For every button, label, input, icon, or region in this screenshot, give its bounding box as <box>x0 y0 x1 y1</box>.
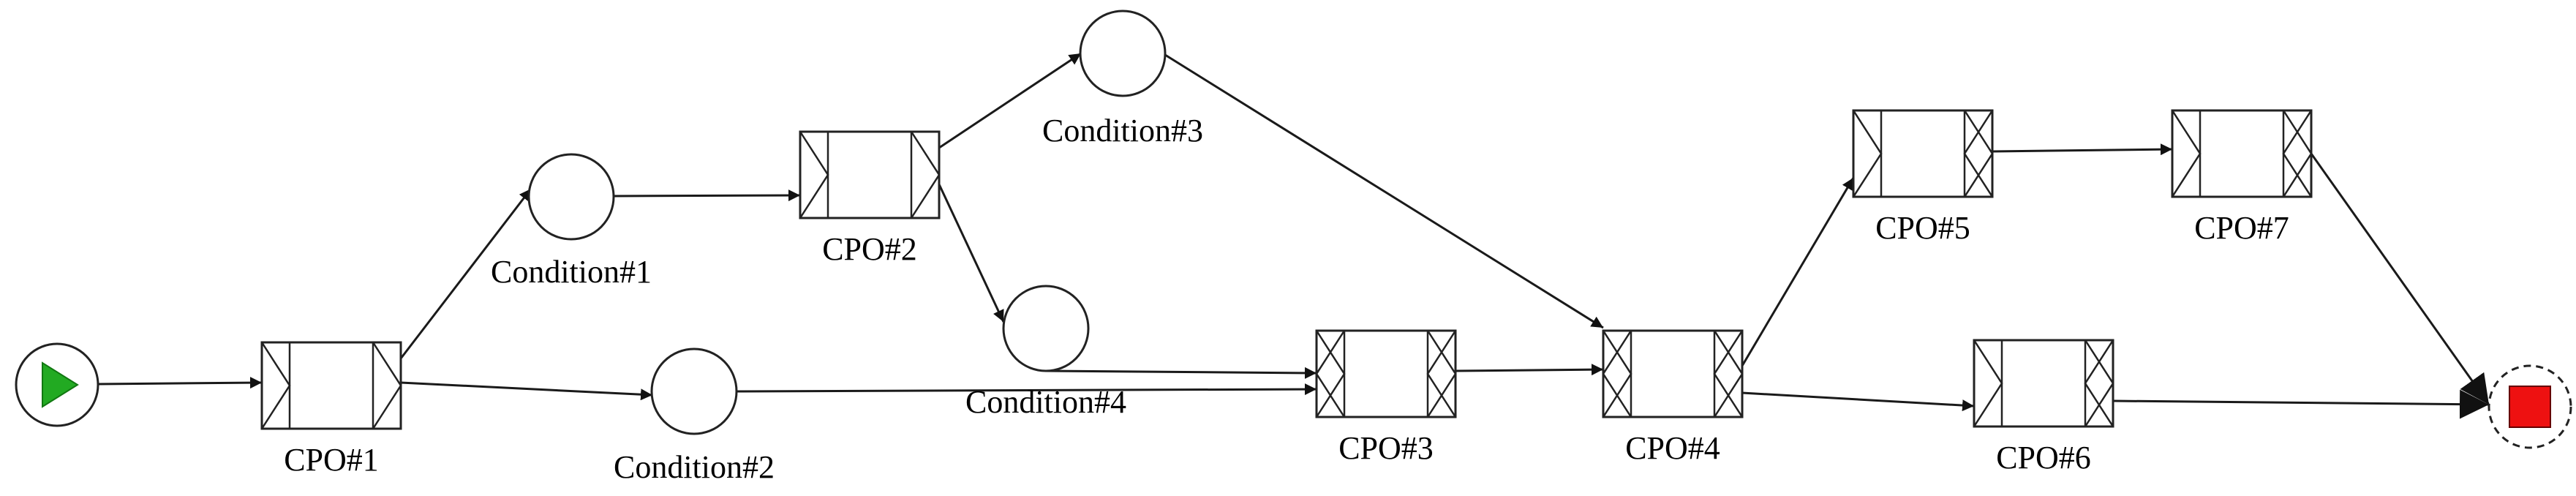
task-label: CPO#7 <box>2194 210 2289 246</box>
task-cpo5[interactable]: CPO#5 <box>1852 109 1994 246</box>
condition-label: Condition#2 <box>614 449 775 485</box>
condition-label: Condition#1 <box>491 254 652 290</box>
edge-cpo1-to-c2 <box>400 381 653 401</box>
task-cpo3[interactable]: CPO#3 <box>1315 329 1457 466</box>
edge-c3-to-cpo4 <box>1164 53 1604 329</box>
task-cpo7[interactable]: CPO#7 <box>2171 109 2313 246</box>
stop-icon <box>2509 386 2551 428</box>
edge-cpo4-to-cpo6 <box>1741 391 1975 412</box>
edge-cpo2-to-c3 <box>938 52 1082 149</box>
task-cpo1[interactable]: CPO#1 <box>260 341 402 478</box>
edge-c4-to-cpo3 <box>1045 367 1317 379</box>
task-label: CPO#4 <box>1625 430 1720 466</box>
condition-4[interactable]: Condition#4 <box>965 285 1126 420</box>
end-event[interactable] <box>2488 364 2572 449</box>
edge-cpo1-to-c1 <box>399 188 532 359</box>
edge-cpo2-to-c4 <box>938 184 1005 323</box>
condition-3[interactable]: Condition#3 <box>1042 10 1203 149</box>
edge-cpo7-to-end <box>2310 153 2490 405</box>
edge-cpo6-to-end <box>2112 389 2490 419</box>
edge-cpo5-to-cpo7 <box>1992 143 2173 156</box>
condition-2[interactable]: Condition#2 <box>614 347 775 485</box>
edge-cpo4-to-cpo5 <box>1741 177 1855 367</box>
condition-label: Condition#3 <box>1042 113 1203 149</box>
condition-label: Condition#4 <box>965 384 1126 420</box>
edge-c2-to-cpo3 <box>736 383 1317 396</box>
task-label: CPO#6 <box>1996 440 2091 476</box>
edge-start-to-cpo1 <box>97 377 263 389</box>
task-cpo6[interactable]: CPO#6 <box>1973 339 2114 476</box>
edge-cpo3-to-cpo4 <box>1455 364 1604 376</box>
start-event[interactable] <box>15 342 99 427</box>
edge-c1-to-cpo2 <box>613 189 801 202</box>
task-cpo4[interactable]: CPO#4 <box>1602 329 1744 466</box>
task-label: CPO#2 <box>822 231 917 267</box>
task-cpo2[interactable]: CPO#2 <box>799 130 941 267</box>
play-icon <box>42 361 79 408</box>
edges-layer <box>97 52 2490 419</box>
condition-1[interactable]: Condition#1 <box>491 153 652 290</box>
task-label: CPO#3 <box>1338 430 1434 466</box>
task-label: CPO#1 <box>284 442 379 478</box>
task-label: CPO#5 <box>1875 210 1970 246</box>
